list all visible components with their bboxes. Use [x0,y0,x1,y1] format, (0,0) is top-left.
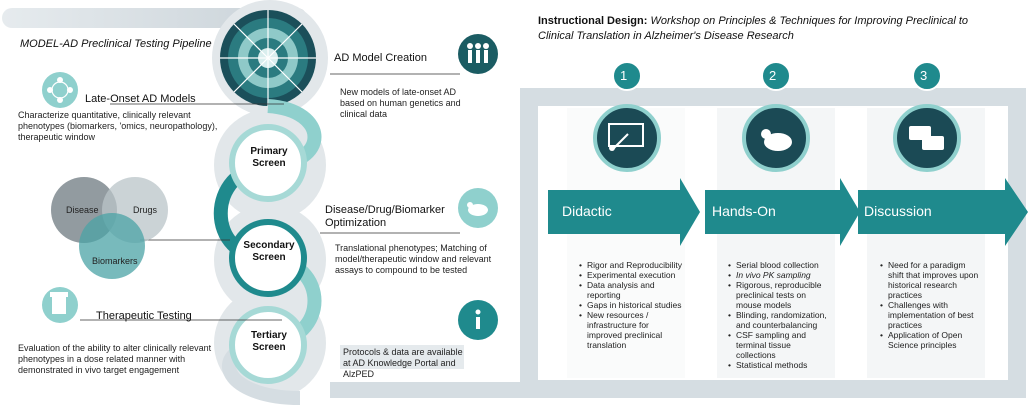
discussion-bullet: Application of Open Science principles [880,330,983,350]
didactic-bullet: Gaps in historical studies [579,300,682,310]
instructional-title: Instructional Design: Workshop on Princi… [538,14,998,44]
late-onset-description: Characterize quantitative, clinically re… [18,110,218,142]
venn-label-biomarkers: Biomarkers [92,256,138,266]
tertiary-screen-circle [229,306,307,384]
optimization-heading: Disease/Drug/Biomarker Optimization [325,204,445,229]
discussion-arrow [858,178,1028,246]
didactic-arrow [548,178,700,246]
venn-label-disease: Disease [66,205,99,215]
hands-on-bullets: Serial blood collection In vivo PK sampl… [727,260,831,370]
hands-on-bullet: Statistical methods [728,360,831,370]
optimization-description: Translational phenotypes; Matching of mo… [335,243,492,275]
protocols-text: Protocols & data are available at AD Kno… [343,347,463,379]
step-number-1: 1 [620,68,628,83]
step-number-badge-1 [612,61,642,91]
secondary-screen-circle [229,219,307,297]
didactic-bullets: Rigor and Reproducibility Experimental e… [578,260,682,350]
therapeutic-heading: Therapeutic Testing [96,310,192,322]
step-number-3: 3 [920,68,928,83]
presentation-board-icon [593,104,661,172]
model-creation-heading: AD Model Creation [334,52,427,64]
venn-biomarkers [79,213,145,279]
therapeutic-description: Evaluation of the ability to alter clini… [18,343,212,375]
primary-screen-label: Primary Screen [250,146,288,169]
didactic-bullet: Data analysis and reporting [579,280,682,300]
pipeline-title: MODEL-AD Preclinical Testing Pipeline [20,38,212,50]
network-icon [42,72,78,108]
hands-on-bullet: CSF sampling and terminal tissue collect… [728,330,831,360]
hands-on-bullet: Blinding, randomization, and counterbala… [728,310,831,330]
hands-on-arrow [705,178,860,246]
step-label-didactic: Didactic [562,203,612,219]
didactic-bullet: Rigor and Reproducibility [579,260,682,270]
hands-on-bullet: In vivo PK sampling [728,270,831,280]
hands-on-bullet: Serial blood collection [728,260,831,270]
step-number-badge-3 [912,61,942,91]
primary-screen-circle [229,124,307,202]
hands-on-bullet: Rigorous, reproducible preclinical tests… [728,280,831,310]
discussion-bullet: Need for a paradigm shift that improves … [880,260,983,300]
discussion-bullets: Need for a paradigm shift that improves … [879,260,983,350]
didactic-bullet: New resources / infrastructure for impro… [579,310,682,350]
late-onset-heading: Late-Onset AD Models [85,93,196,105]
right-band [1008,88,1026,398]
step-number-badge-2 [761,61,791,91]
secondary-screen-label: Secondary Screen [243,240,295,263]
instructional-title-bold: Instructional Design: [538,15,648,27]
instructional-title-italic: Workshop on Principles & Techniques for … [538,15,968,42]
discussion-bullet: Challenges with implementation of best p… [880,300,983,330]
didactic-bullet: Experimental execution [579,270,682,280]
tertiary-screen-label: Tertiary Screen [251,330,287,353]
bottom-right-band [538,380,1026,398]
model-creation-description: New models of late-onset AD based on hum… [340,87,461,119]
step-number-2: 2 [769,68,777,83]
step-label-hands-on: Hands-On [712,203,776,219]
step-label-discussion: Discussion [864,203,932,219]
venn-label-drugs: Drugs [133,205,158,215]
protocols-box [340,345,464,369]
